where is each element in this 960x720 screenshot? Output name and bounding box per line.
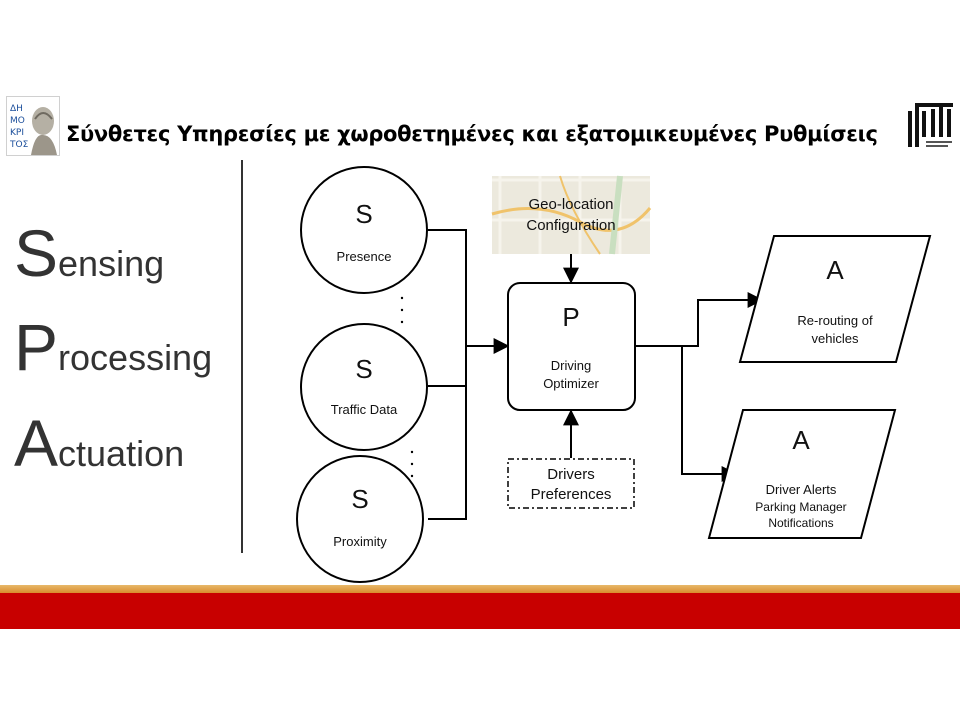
spa-initial: A	[14, 406, 59, 480]
page-title: Σύνθετες Υπηρεσίες με χωροθετημένες και …	[66, 122, 878, 146]
institute-logo	[904, 95, 956, 153]
actuator-letter: A	[792, 425, 810, 455]
svg-text:ΚΡΙ: ΚΡΙ	[10, 128, 24, 138]
sensor-label: Presence	[337, 249, 392, 264]
connectors	[428, 229, 764, 520]
vertical-divider	[241, 160, 243, 553]
sensor-letter: S	[355, 354, 372, 384]
geo-line2: Configuration	[526, 217, 615, 234]
actuator-letter: A	[826, 255, 844, 285]
actuator-line2: vehicles	[812, 331, 859, 346]
actuator-line3: Notifications	[768, 516, 833, 530]
processor-letter: P	[562, 302, 579, 332]
processor-box: P Driving Optimizer	[507, 282, 636, 411]
preferences-box: Drivers Preferences	[507, 458, 635, 509]
sensor-label: Traffic Data	[331, 402, 398, 417]
svg-text:ΤΟΣ: ΤΟΣ	[9, 140, 29, 150]
prefs-line2: Preferences	[531, 486, 612, 503]
processor-line2: Optimizer	[543, 376, 599, 391]
actuator-driver-alerts: A Driver Alerts Parking Manager Notifica…	[707, 409, 897, 539]
processor-line1: Driving	[551, 358, 591, 373]
sensor-traffic-data: S Traffic Data	[300, 323, 428, 451]
geo-line1: Geo-location	[528, 196, 613, 213]
geo-location-box: Geo-location Configuration	[491, 175, 652, 255]
actuator-line2: Parking Manager	[755, 500, 846, 514]
map-thumbnail	[492, 176, 650, 254]
spa-initial: S	[14, 216, 59, 290]
spa-initial: P	[14, 310, 59, 384]
sensor-label: Proximity	[333, 534, 387, 549]
sensor-presence: S Presence	[300, 166, 428, 294]
sensor-letter: S	[351, 484, 368, 514]
actuator-rerouting: A Re-routing of vehicles	[738, 235, 932, 363]
spa-actuation: Actuation	[14, 410, 184, 476]
spa-rest: ensing	[58, 243, 165, 284]
sensor-letter: S	[355, 199, 372, 229]
svg-text:ΔΗ: ΔΗ	[10, 104, 23, 114]
actuator-line1: Re-routing of	[797, 313, 873, 328]
spa-sensing: Sensing	[14, 220, 164, 286]
footer-red-bar	[0, 593, 960, 629]
spa-rest: ctuation	[58, 433, 185, 474]
ellipsis-dots	[400, 296, 414, 478]
footer-orange-bar	[0, 585, 960, 593]
spa-processing: Processing	[14, 314, 212, 380]
sensor-proximity: S Proximity	[296, 455, 424, 583]
svg-text:ΜΟ: ΜΟ	[10, 116, 25, 126]
demokritos-logo: ΔΗ ΜΟ ΚΡΙ ΤΟΣ	[6, 96, 60, 156]
prefs-line1: Drivers	[547, 466, 595, 483]
spa-rest: rocessing	[58, 337, 213, 378]
actuator-line1: Driver Alerts	[766, 482, 837, 497]
